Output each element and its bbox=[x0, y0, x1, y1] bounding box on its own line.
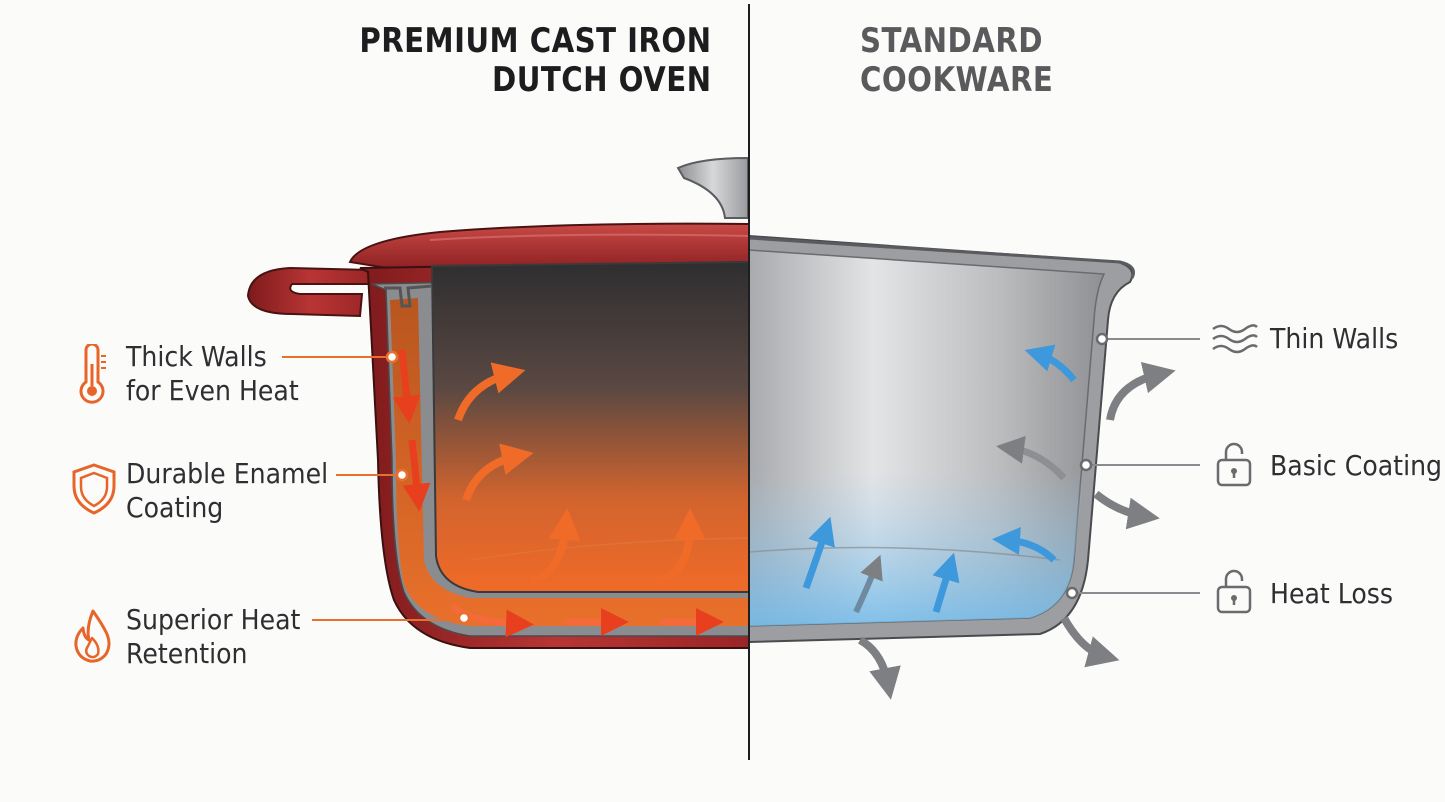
heat-loss-arrows bbox=[857, 361, 1176, 700]
title-line: COOKWARE bbox=[860, 60, 1054, 100]
title-line: PREMIUM CAST IRON bbox=[359, 21, 712, 61]
callout-durable-enamel: Durable Enamel Coating bbox=[126, 457, 328, 525]
convection-arrow bbox=[462, 443, 534, 502]
open-lock-icon bbox=[1216, 442, 1252, 487]
title-standard-cookware: STANDARD COOKWARE bbox=[860, 22, 1053, 100]
cast-iron-pot bbox=[246, 156, 749, 649]
rising-cool-arrow bbox=[853, 554, 883, 614]
pot-interior bbox=[430, 260, 749, 593]
wall-heat-arrow bbox=[402, 439, 431, 512]
thermometer-icon bbox=[79, 344, 106, 404]
callout-thin-walls: Thin Walls bbox=[1270, 322, 1398, 356]
callout-line: Coating bbox=[126, 491, 224, 524]
heat-waves-icon bbox=[1212, 324, 1258, 354]
rising-cool-arrow bbox=[932, 552, 960, 614]
callout-line: for Even Heat bbox=[126, 374, 299, 407]
callout-heat-loss: Heat Loss bbox=[1270, 577, 1393, 611]
flame-icon bbox=[74, 609, 111, 663]
left-leader-lines bbox=[282, 350, 471, 625]
heated-wall bbox=[390, 298, 749, 626]
callout-line: Superior Heat bbox=[126, 603, 301, 636]
cool-arrow bbox=[1024, 344, 1077, 383]
rising-cool-arrow bbox=[802, 516, 835, 590]
callout-basic-coating: Basic Coating bbox=[1270, 449, 1442, 483]
callout-line: Durable Enamel bbox=[126, 457, 329, 490]
callout-line: Retention bbox=[126, 637, 248, 670]
lid-knob bbox=[676, 156, 749, 219]
inward-arrow bbox=[996, 435, 1067, 481]
callout-line: Thin Walls bbox=[1270, 322, 1399, 355]
shield-icon bbox=[72, 463, 116, 515]
callout-line: Thick Walls bbox=[126, 340, 267, 373]
cool-arrow bbox=[992, 526, 1057, 563]
rising-heat-arrow bbox=[528, 508, 581, 586]
rising-heat-arrow bbox=[654, 508, 706, 586]
title-line: STANDARD bbox=[860, 21, 1043, 61]
title-premium-cast-iron: PREMIUM CAST IRON DUTCH OVEN bbox=[360, 22, 712, 100]
base-heat-arrow bbox=[449, 603, 534, 638]
right-leader-lines bbox=[1065, 332, 1200, 600]
open-lock-icon bbox=[1216, 569, 1252, 614]
callout-line: Heat Loss bbox=[1270, 577, 1394, 610]
callout-line: Basic Coating bbox=[1270, 449, 1443, 482]
side-handle bbox=[246, 266, 373, 318]
title-line: DUTCH OVEN bbox=[492, 60, 712, 100]
callout-thick-walls: Thick Walls for Even Heat bbox=[126, 340, 299, 408]
callout-heat-retention: Superior Heat Retention bbox=[126, 603, 300, 671]
convection-arrow bbox=[454, 362, 526, 422]
wall-heat-arrow bbox=[392, 349, 421, 424]
standard-pot bbox=[749, 234, 1135, 644]
